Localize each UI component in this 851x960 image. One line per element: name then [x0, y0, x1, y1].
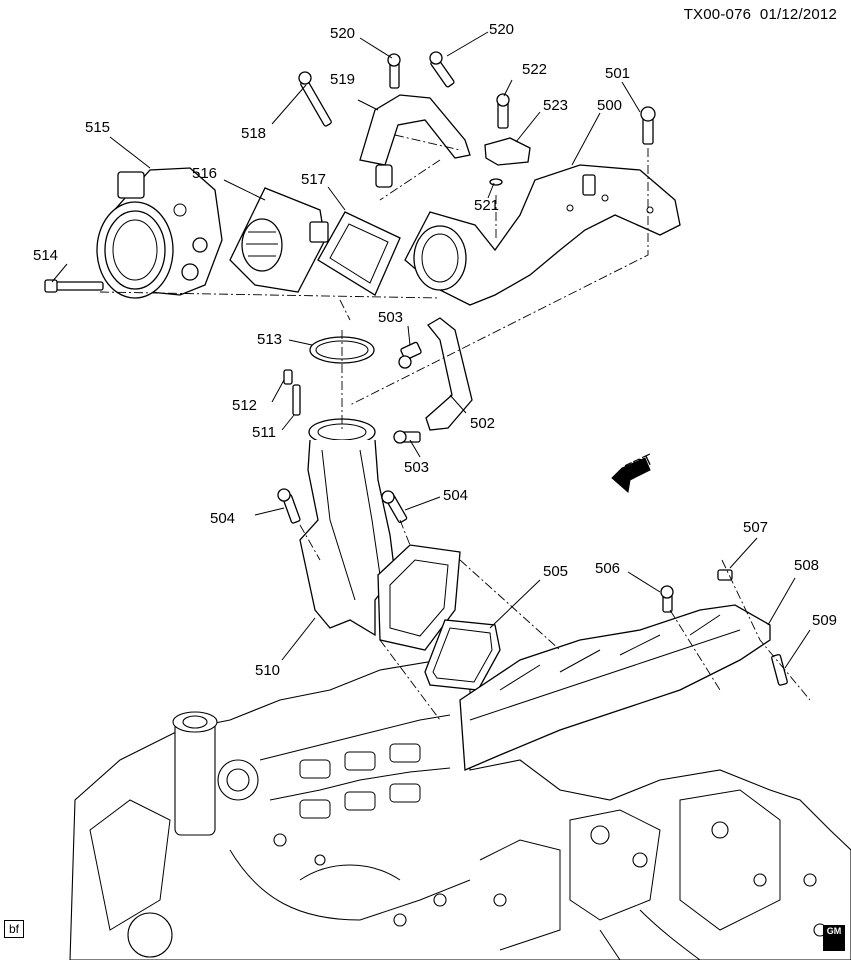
- label-504-right: 504: [443, 487, 468, 504]
- leader-lines: [51, 31, 811, 669]
- diagram-code: TX00-076: [683, 6, 752, 23]
- label-505: 505: [543, 563, 568, 580]
- diagram-header: TX00-076 01/12/2012: [684, 6, 837, 23]
- engine-block: [69, 659, 851, 960]
- label-515: 515: [85, 119, 110, 136]
- intake-duct: [299, 418, 461, 651]
- label-522: 522: [522, 61, 547, 78]
- label-512: 512: [232, 397, 257, 414]
- map-sensor: [484, 93, 531, 186]
- label-517: 517: [301, 171, 326, 188]
- throttle-body: [96, 167, 223, 299]
- bolt-501: [640, 106, 656, 145]
- label-518: 518: [241, 125, 266, 142]
- stud-511-512: [283, 369, 301, 416]
- intake-manifold-upper: [404, 164, 681, 306]
- label-513: 513: [257, 331, 282, 348]
- label-514: 514: [33, 247, 58, 264]
- lower-intake-cover: [459, 604, 771, 771]
- label-500: 500: [597, 97, 622, 114]
- label-503-upper: 503: [378, 309, 403, 326]
- bolt-506-507-509: [660, 569, 788, 686]
- gm-logo: GM: [823, 925, 845, 951]
- label-503-lower: 503: [404, 459, 429, 476]
- throttle-gasket: [317, 211, 401, 296]
- bracket-519: [298, 51, 471, 188]
- label-509: 509: [812, 612, 837, 629]
- corner-tag: bf: [4, 920, 25, 938]
- label-520-left: 520: [330, 25, 355, 42]
- bracket-502: [393, 317, 473, 444]
- label-504-left: 504: [210, 510, 235, 527]
- gasket-505: [424, 619, 501, 691]
- bolt-514: [44, 279, 104, 293]
- label-502: 502: [470, 415, 495, 432]
- label-519: 519: [330, 71, 355, 88]
- label-501: 501: [605, 65, 630, 82]
- label-521: 521: [474, 197, 499, 214]
- throttle-actuator: [229, 187, 329, 293]
- diagram-date: 01/12/2012: [759, 6, 837, 23]
- callout-labels: 500 501 502 503 503 504 504 505 506 507 …: [33, 21, 837, 679]
- label-510: 510: [255, 662, 280, 679]
- front-arrow-icon: FRT: [611, 451, 656, 493]
- label-508: 508: [794, 557, 819, 574]
- label-516: 516: [192, 165, 217, 182]
- label-523: 523: [543, 97, 568, 114]
- label-507: 507: [743, 519, 768, 536]
- alignment-lines: [99, 134, 811, 721]
- label-520-right: 520: [489, 21, 514, 38]
- label-511: 511: [252, 424, 276, 441]
- bolts-504: [277, 488, 408, 524]
- label-506: 506: [595, 560, 620, 577]
